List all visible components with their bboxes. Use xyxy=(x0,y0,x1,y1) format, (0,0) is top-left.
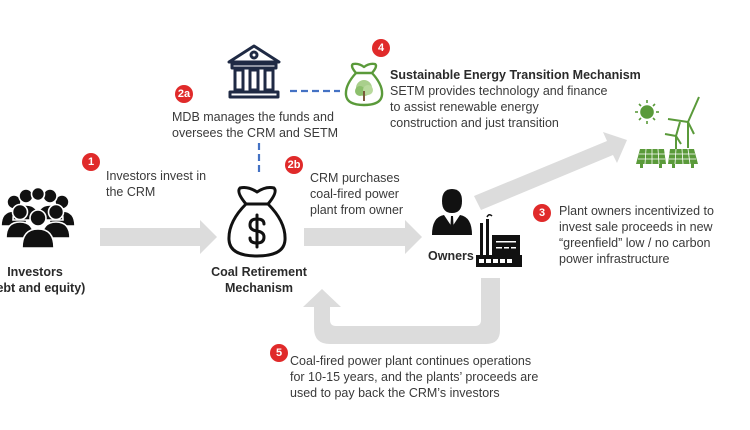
businessman-icon xyxy=(432,189,472,235)
arrow-crm-to-owners xyxy=(304,220,422,254)
step-2a-line1: MDB manages the funds and xyxy=(172,110,334,124)
step-3-line3: “greenfield” low / no carbon xyxy=(559,236,711,250)
step-badge-3: 3 xyxy=(533,204,551,222)
step-1-line1: Investors invest in xyxy=(106,169,207,183)
owners-label: Owners xyxy=(428,249,474,263)
sun-wind-solar-icon xyxy=(635,96,700,168)
arrow-owners-to-renewables xyxy=(474,132,627,210)
green-money-bag-tree-icon xyxy=(344,62,384,107)
step-2a-line2: oversees the CRM and SETM xyxy=(172,126,339,140)
step-5-line1: Coal-fired power plant continues operati… xyxy=(290,354,532,368)
step-1-line2: the CRM xyxy=(106,185,156,199)
bank-building-icon xyxy=(227,44,281,99)
step-2b-line1: CRM purchases xyxy=(310,171,400,185)
setm-line2: to assist renewable energy xyxy=(390,100,539,114)
setm-title: Sustainable Energy Transition Mechanism xyxy=(390,68,641,82)
arrow-return-loop xyxy=(303,278,500,344)
money-bag-dollar-icon xyxy=(227,186,287,258)
investors-label-line2: (debt and equity) xyxy=(0,281,86,295)
step-3-line4: power infrastructure xyxy=(559,252,670,266)
setm-line1: SETM provides technology and finance xyxy=(390,84,608,98)
investors-label-line1: Investors xyxy=(7,265,63,279)
crm-label-line1: Coal Retirement xyxy=(211,265,307,279)
crm-label-line2: Mechanism xyxy=(224,281,294,295)
step-5-line3: used to pay back the CRM’s investors xyxy=(290,386,500,400)
step-badge-5: 5 xyxy=(270,344,288,362)
setm-text: Sustainable Energy Transition Mechanism … xyxy=(390,67,641,131)
step-2b-line2: coal-fired power xyxy=(310,187,399,201)
crm-label: Coal Retirement Mechanism xyxy=(184,264,334,296)
step-badge-1: 1 xyxy=(82,153,100,171)
arrow-investors-to-crm xyxy=(100,220,217,254)
step-2a-text: MDB manages the funds and oversees the C… xyxy=(172,109,338,141)
step-2b-text: CRM purchases coal-fired power plant fro… xyxy=(310,170,403,218)
step-badge-4: 4 xyxy=(372,39,390,57)
step-3-text: Plant owners incentivized to invest sale… xyxy=(559,203,714,267)
group-of-people-icon xyxy=(0,188,76,249)
step-badge-2a: 2a xyxy=(175,85,193,103)
step-1-text: Investors invest in the CRM xyxy=(106,168,206,200)
factory-icon xyxy=(476,213,522,267)
step-badge-2b: 2b xyxy=(285,156,303,174)
step-3-line2: invest sale proceeds in new xyxy=(559,220,713,234)
step-5-text: Coal-fired power plant continues operati… xyxy=(290,353,538,401)
step-5-line2: for 10-15 years, and the plants’ proceed… xyxy=(290,370,539,384)
step-2b-line3: plant from owner xyxy=(310,203,404,217)
step-3-line1: Plant owners incentivized to xyxy=(559,204,714,218)
investors-label: Investors (debt and equity) xyxy=(0,264,110,296)
setm-line3: construction and just transition xyxy=(390,116,559,130)
